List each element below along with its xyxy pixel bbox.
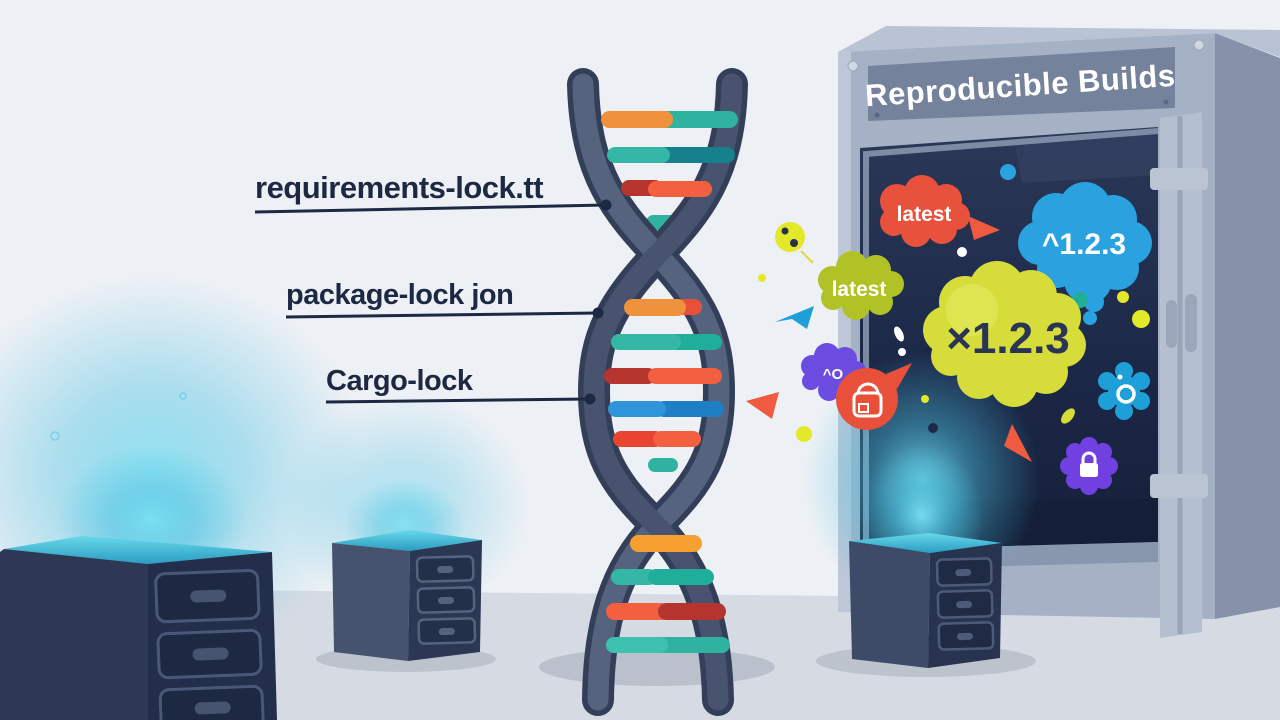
left-server-left-face [0,549,148,720]
label-requirements-lock: requirements-lock.tt [255,170,543,205]
helix-shadow [539,648,775,686]
helix-rungs [601,111,738,653]
right-server-left-face [849,541,930,668]
cloud-latest-green: latest [818,251,904,320]
cloud-pinned-version-text: ×1.2.3 [946,314,1070,363]
blue-plane-icon [775,306,814,329]
cloud-caret-version-blue: ^1.2.3 [1018,182,1152,325]
dna-helix [567,68,748,716]
yellow-face-dot [775,222,814,264]
middle-server [279,395,529,661]
callout-line [254,203,607,214]
middle-server-top [332,530,482,551]
left-server [0,277,367,720]
callout-line [325,397,591,404]
callout-package-lock: package-lock jon [285,279,604,319]
vault-plaque [868,47,1175,121]
right-server-drawers [935,557,995,651]
vault-door-edge [1150,112,1208,638]
vault-rivet [1193,39,1205,51]
label-package-lock: package-lock jon [286,279,513,311]
callout-dot [584,393,596,405]
red-arrow [968,216,1000,240]
right-server-top [849,533,1002,553]
cloud-pinned-version-yellow: ×1.2.3 [923,261,1086,407]
callout-line [285,311,599,319]
lock-bubble-icon [836,363,912,430]
ring-flower-icon [1098,362,1150,420]
plaque-screw [874,112,880,118]
label-cargo-lock: Cargo-lock [326,365,474,397]
cloud-caret-version-text: ^1.2.3 [1042,228,1126,261]
cloud-latest-green-text: latest [832,278,887,301]
cloud-latest-red-text: latest [897,203,952,226]
middle-server-left-face [332,543,410,661]
cloud-caret-purple-text: ^O [823,366,844,383]
callout-cargo-lock: Cargo-lock [325,365,596,405]
vault-rivet [847,60,859,72]
plaque-screw [1163,99,1169,105]
callout-requirements-lock: requirements-lock.tt [254,170,612,214]
vault-inner-wall [1015,134,1158,183]
callout-dot [592,307,604,319]
middle-server-drawers [415,555,477,645]
left-server-top [4,536,272,564]
callout-dot [600,199,612,211]
right-server [849,533,1002,668]
vault-top-face [838,26,1280,58]
padlock-flower-icon [1060,437,1118,495]
particles [746,164,1150,462]
red-arrow [1004,424,1032,462]
red-arrow [746,392,779,419]
left-server-drawers [154,568,265,720]
cloud-latest-red: latest [880,175,970,247]
